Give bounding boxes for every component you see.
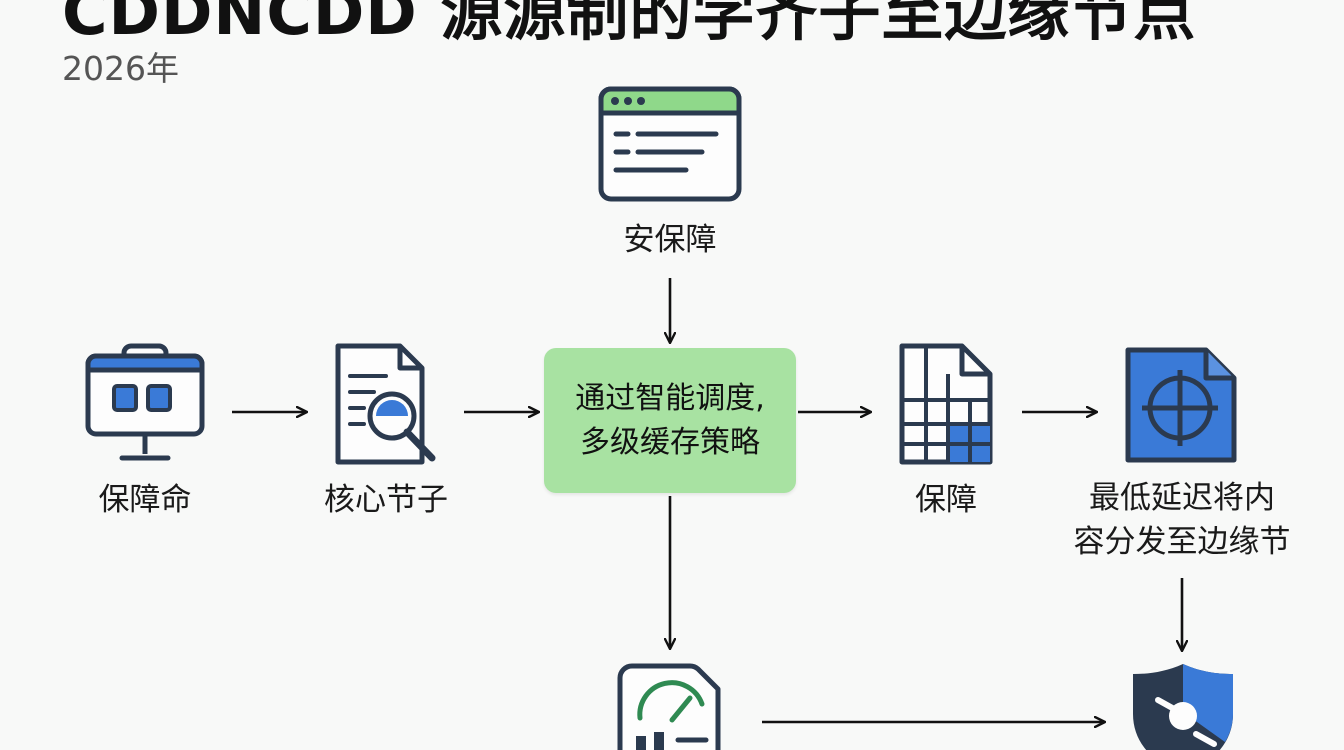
spreadsheet-icon (899, 343, 993, 465)
monitor-icon (85, 343, 205, 461)
node-5-label-line-2: 容分发至边缘节 (1073, 524, 1291, 561)
target-document-icon (1125, 347, 1237, 463)
node-5-label-line-1: 最低延迟将内 (1089, 480, 1275, 516)
center-process-box: 通过智能调度, 多级缓存策略 (544, 348, 796, 493)
node-5-label: 最低延迟将内 容分发至边缘节 (1042, 476, 1322, 564)
center-box-line-2: 多级缓存策略 (580, 424, 760, 460)
node-1-label: 保障命 (98, 482, 192, 518)
center-box-line-1: 通过智能调度, (575, 381, 765, 416)
page-subtitle: 2026年 (62, 49, 179, 88)
node-top-label: 安保障 (623, 222, 717, 258)
node-2-label: 核心节子 (324, 482, 448, 518)
gauge-document-icon (617, 663, 721, 750)
document-search-icon (335, 343, 436, 465)
node-4-label: 保障 (915, 482, 977, 518)
page-title: CDDNCDD 源源制的学齐子至边缘节点 (62, 0, 1197, 49)
browser-window-icon (598, 86, 742, 202)
shield-icon (1133, 664, 1233, 750)
